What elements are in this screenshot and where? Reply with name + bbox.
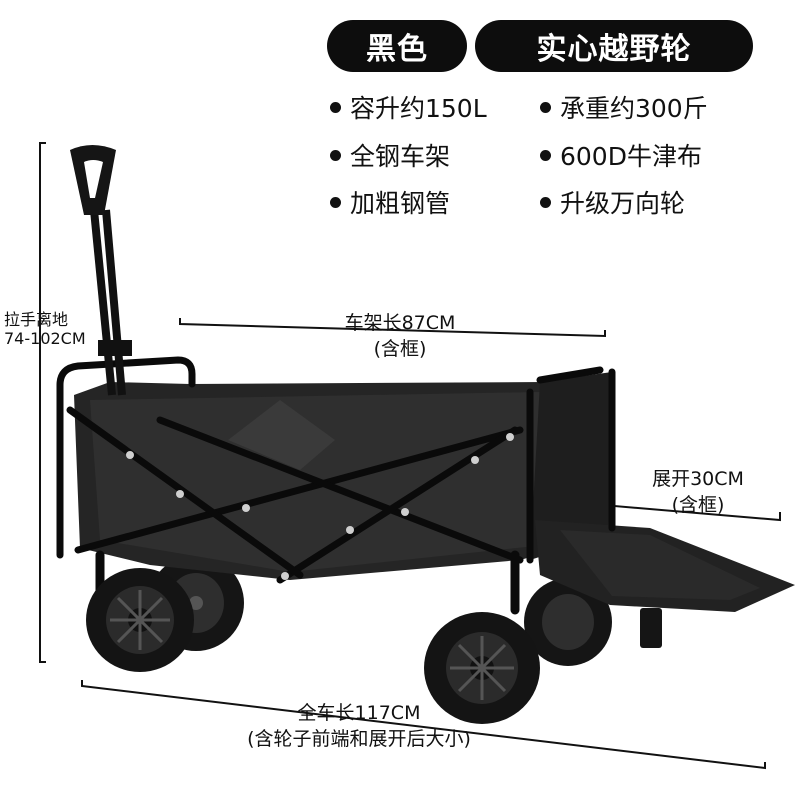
feature-text: 600D牛津布	[560, 142, 702, 171]
total-length-note: (含轮子前端和展开后大小)	[247, 728, 471, 750]
feature-tube: 加粗钢管	[330, 184, 450, 220]
bullet-icon	[330, 149, 341, 161]
handle-height-label: 拉手离地 74-102CM	[4, 310, 86, 348]
bullet-icon	[330, 101, 341, 113]
bullet-icon	[330, 196, 341, 208]
feature-text: 加粗钢管	[350, 189, 451, 218]
color-badge: 黑色	[327, 20, 467, 72]
front-wheel-back	[524, 578, 612, 666]
front-buckle	[640, 608, 662, 648]
feature-text: 承重约300斤	[560, 94, 708, 123]
rear-wheel-front	[86, 568, 194, 672]
bullet-icon	[540, 101, 551, 113]
total-length-label: 全车长117CM (含轮子前端和展开后大小)	[214, 700, 504, 752]
wheel-badge: 实心越野轮	[475, 20, 753, 72]
bullet-icon	[540, 196, 551, 208]
front-wheel-front	[424, 612, 540, 724]
feature-load: 承重约300斤	[540, 89, 708, 125]
feature-capacity: 容升约150L	[330, 89, 487, 125]
bullet-icon	[540, 149, 551, 161]
feature-wheels: 升级万向轮	[540, 184, 685, 220]
unfold-length-label: 展开30CM (含框)	[640, 466, 756, 518]
steel-frame	[56, 356, 616, 615]
feature-text: 容升约150L	[350, 94, 487, 123]
frame-rivets	[126, 433, 514, 580]
unfold-length-note: (含框)	[671, 494, 725, 516]
feature-fabric: 600D牛津布	[540, 137, 702, 173]
feature-text: 升级万向轮	[560, 189, 686, 218]
frame-length-value: 车架长87CM	[344, 312, 456, 334]
handle-height-value: 74-102CM	[4, 329, 86, 348]
total-length-value: 全车长117CM	[297, 702, 421, 724]
frame-length-note: (含框)	[373, 338, 427, 360]
pull-handle	[70, 145, 132, 396]
unfold-length-value: 展开30CM	[652, 468, 744, 490]
feature-text: 全钢车架	[350, 142, 451, 171]
feature-frame: 全钢车架	[330, 137, 450, 173]
frame-length-label: 车架长87CM (含框)	[330, 310, 470, 362]
handle-height-title: 拉手离地	[4, 310, 69, 329]
